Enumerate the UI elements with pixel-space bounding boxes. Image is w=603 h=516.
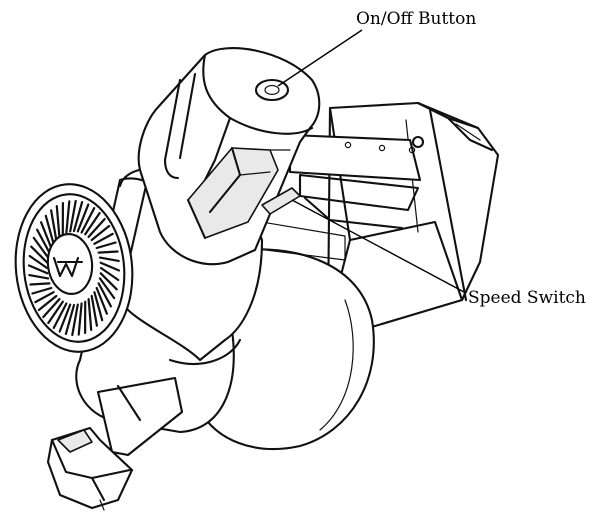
grille-slot — [99, 261, 121, 272]
grille-slot — [35, 228, 51, 254]
grille-slot — [30, 245, 49, 264]
grille-slot — [32, 236, 50, 259]
fan-cover — [14, 183, 134, 353]
grille-slot — [95, 241, 117, 250]
grille-slot — [87, 217, 106, 238]
grille-slot — [98, 277, 116, 300]
grille-slot — [97, 282, 113, 308]
grille-slot — [87, 298, 93, 331]
grille-slot — [44, 214, 55, 245]
grille-slot — [47, 300, 64, 325]
fan-grille — [27, 199, 121, 337]
grille-slot — [29, 282, 51, 286]
grille-slot — [90, 294, 99, 327]
grille-slot — [42, 298, 61, 319]
grille-slot — [72, 201, 84, 233]
handle-housing — [137, 47, 321, 266]
on-off-button-label: On/Off Button — [356, 9, 476, 29]
grille-slot — [98, 256, 120, 262]
grille-slot — [93, 232, 114, 245]
grille-slot — [37, 294, 58, 312]
grille-slot — [71, 303, 79, 337]
grille-slot — [76, 203, 90, 233]
grille-slot — [34, 291, 55, 304]
grille-slot — [80, 207, 96, 234]
attachment-nozzle — [46, 376, 184, 511]
grille-slot — [93, 291, 104, 322]
grille-slot — [58, 303, 72, 333]
grille-slot — [28, 274, 50, 280]
on-off-leader — [277, 29, 363, 87]
grille-slot — [52, 302, 68, 329]
grille-slot — [77, 302, 83, 336]
speed-switch-leader — [291, 199, 465, 293]
grille-slot — [99, 272, 118, 291]
grille-slot — [84, 211, 101, 236]
grille-slot — [28, 254, 49, 270]
grille-slot — [27, 264, 49, 275]
grille-slot — [49, 209, 58, 242]
brand-logo-icon — [52, 256, 84, 278]
speed-switch-label: Speed Switch — [468, 288, 586, 308]
grille-slot — [99, 266, 120, 282]
grille-slot — [64, 303, 76, 335]
grille-slot — [31, 286, 53, 295]
grille-slot — [65, 200, 71, 234]
grille-slot — [95, 286, 109, 315]
grille-slot — [90, 224, 111, 242]
grille-slot — [39, 221, 53, 250]
grille-slot — [55, 205, 61, 238]
speed-switch[interactable] — [261, 187, 301, 215]
grille-slot — [69, 199, 77, 233]
connecting-arm — [249, 133, 422, 261]
grille-slot — [97, 250, 119, 254]
